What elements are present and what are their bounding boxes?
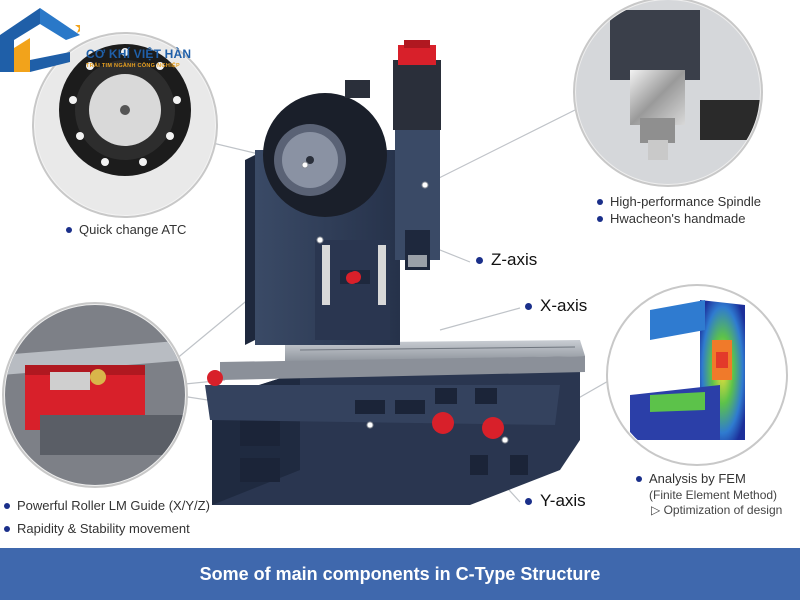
anchor-dots	[301, 161, 509, 444]
machine-body	[205, 40, 585, 505]
y-axis-label: Y-axis	[540, 491, 586, 510]
callout-guide-2-text: Rapidity & Stability movement	[17, 521, 190, 536]
callout-spindle-1: High-performance Spindle	[597, 194, 761, 209]
callout-x-axis: X-axis	[525, 296, 587, 316]
logo-house-icon	[0, 8, 80, 72]
brand-slogan: TRÁI TIM NGÀNH CÔNG NGHIỆP	[86, 63, 180, 69]
callout-y-axis: Y-axis	[525, 491, 586, 511]
diagram-stage: CƠ KHÍ VIỆT HÀN TRÁI TIM NGÀNH CÔNG NGHI…	[0, 0, 788, 536]
brand-name: CƠ KHÍ VIỆT HÀN	[86, 47, 192, 61]
brand-logo: CƠ KHÍ VIỆT HÀN TRÁI TIM NGÀNH CÔNG NGHI…	[0, 0, 200, 80]
guide-inset	[2, 302, 188, 488]
callout-z-axis: Z-axis	[476, 250, 537, 270]
callout-guide-1-text: Powerful Roller LM Guide (X/Y/Z)	[17, 498, 210, 513]
callout-atc: Quick change ATC	[66, 222, 186, 237]
bullet-icon	[4, 502, 10, 509]
fem-inset	[606, 284, 788, 466]
bullet-icon	[525, 497, 532, 505]
x-axis-label: X-axis	[540, 296, 588, 315]
callout-fem-2: (Finite Element Method)	[649, 488, 778, 502]
callout-fem-3: ▷ Optimization of design	[651, 503, 783, 517]
spindle-inset	[573, 0, 763, 187]
machine-illustration	[2, 0, 788, 505]
bullet-icon	[66, 226, 72, 233]
callout-spindle-2: Hwacheon's handmade	[597, 211, 745, 226]
caption-text: Some of main components in C-Type Struct…	[199, 563, 601, 584]
bullet-icon	[636, 475, 642, 482]
bullet-icon	[4, 525, 10, 532]
callout-fem-1: Analysis by FEM	[636, 471, 746, 486]
callout-fem-1-text: Analysis by FEM	[649, 471, 746, 486]
callout-spindle-2-text: Hwacheon's handmade	[610, 211, 746, 226]
callout-atc-text: Quick change ATC	[79, 222, 187, 237]
bullet-icon	[476, 256, 483, 264]
z-axis-label: Z-axis	[491, 250, 538, 269]
callout-guide-2: Rapidity & Stability movement	[4, 521, 190, 536]
callout-guide-1: Powerful Roller LM Guide (X/Y/Z)	[4, 498, 210, 513]
bullet-icon	[597, 198, 603, 205]
callout-spindle-1-text: High-performance Spindle	[610, 194, 762, 209]
atc-inset	[32, 32, 218, 218]
bullet-icon	[597, 215, 603, 222]
bullet-icon	[525, 302, 532, 310]
caption-banner: Some of main components in C-Type Struct…	[0, 548, 800, 600]
